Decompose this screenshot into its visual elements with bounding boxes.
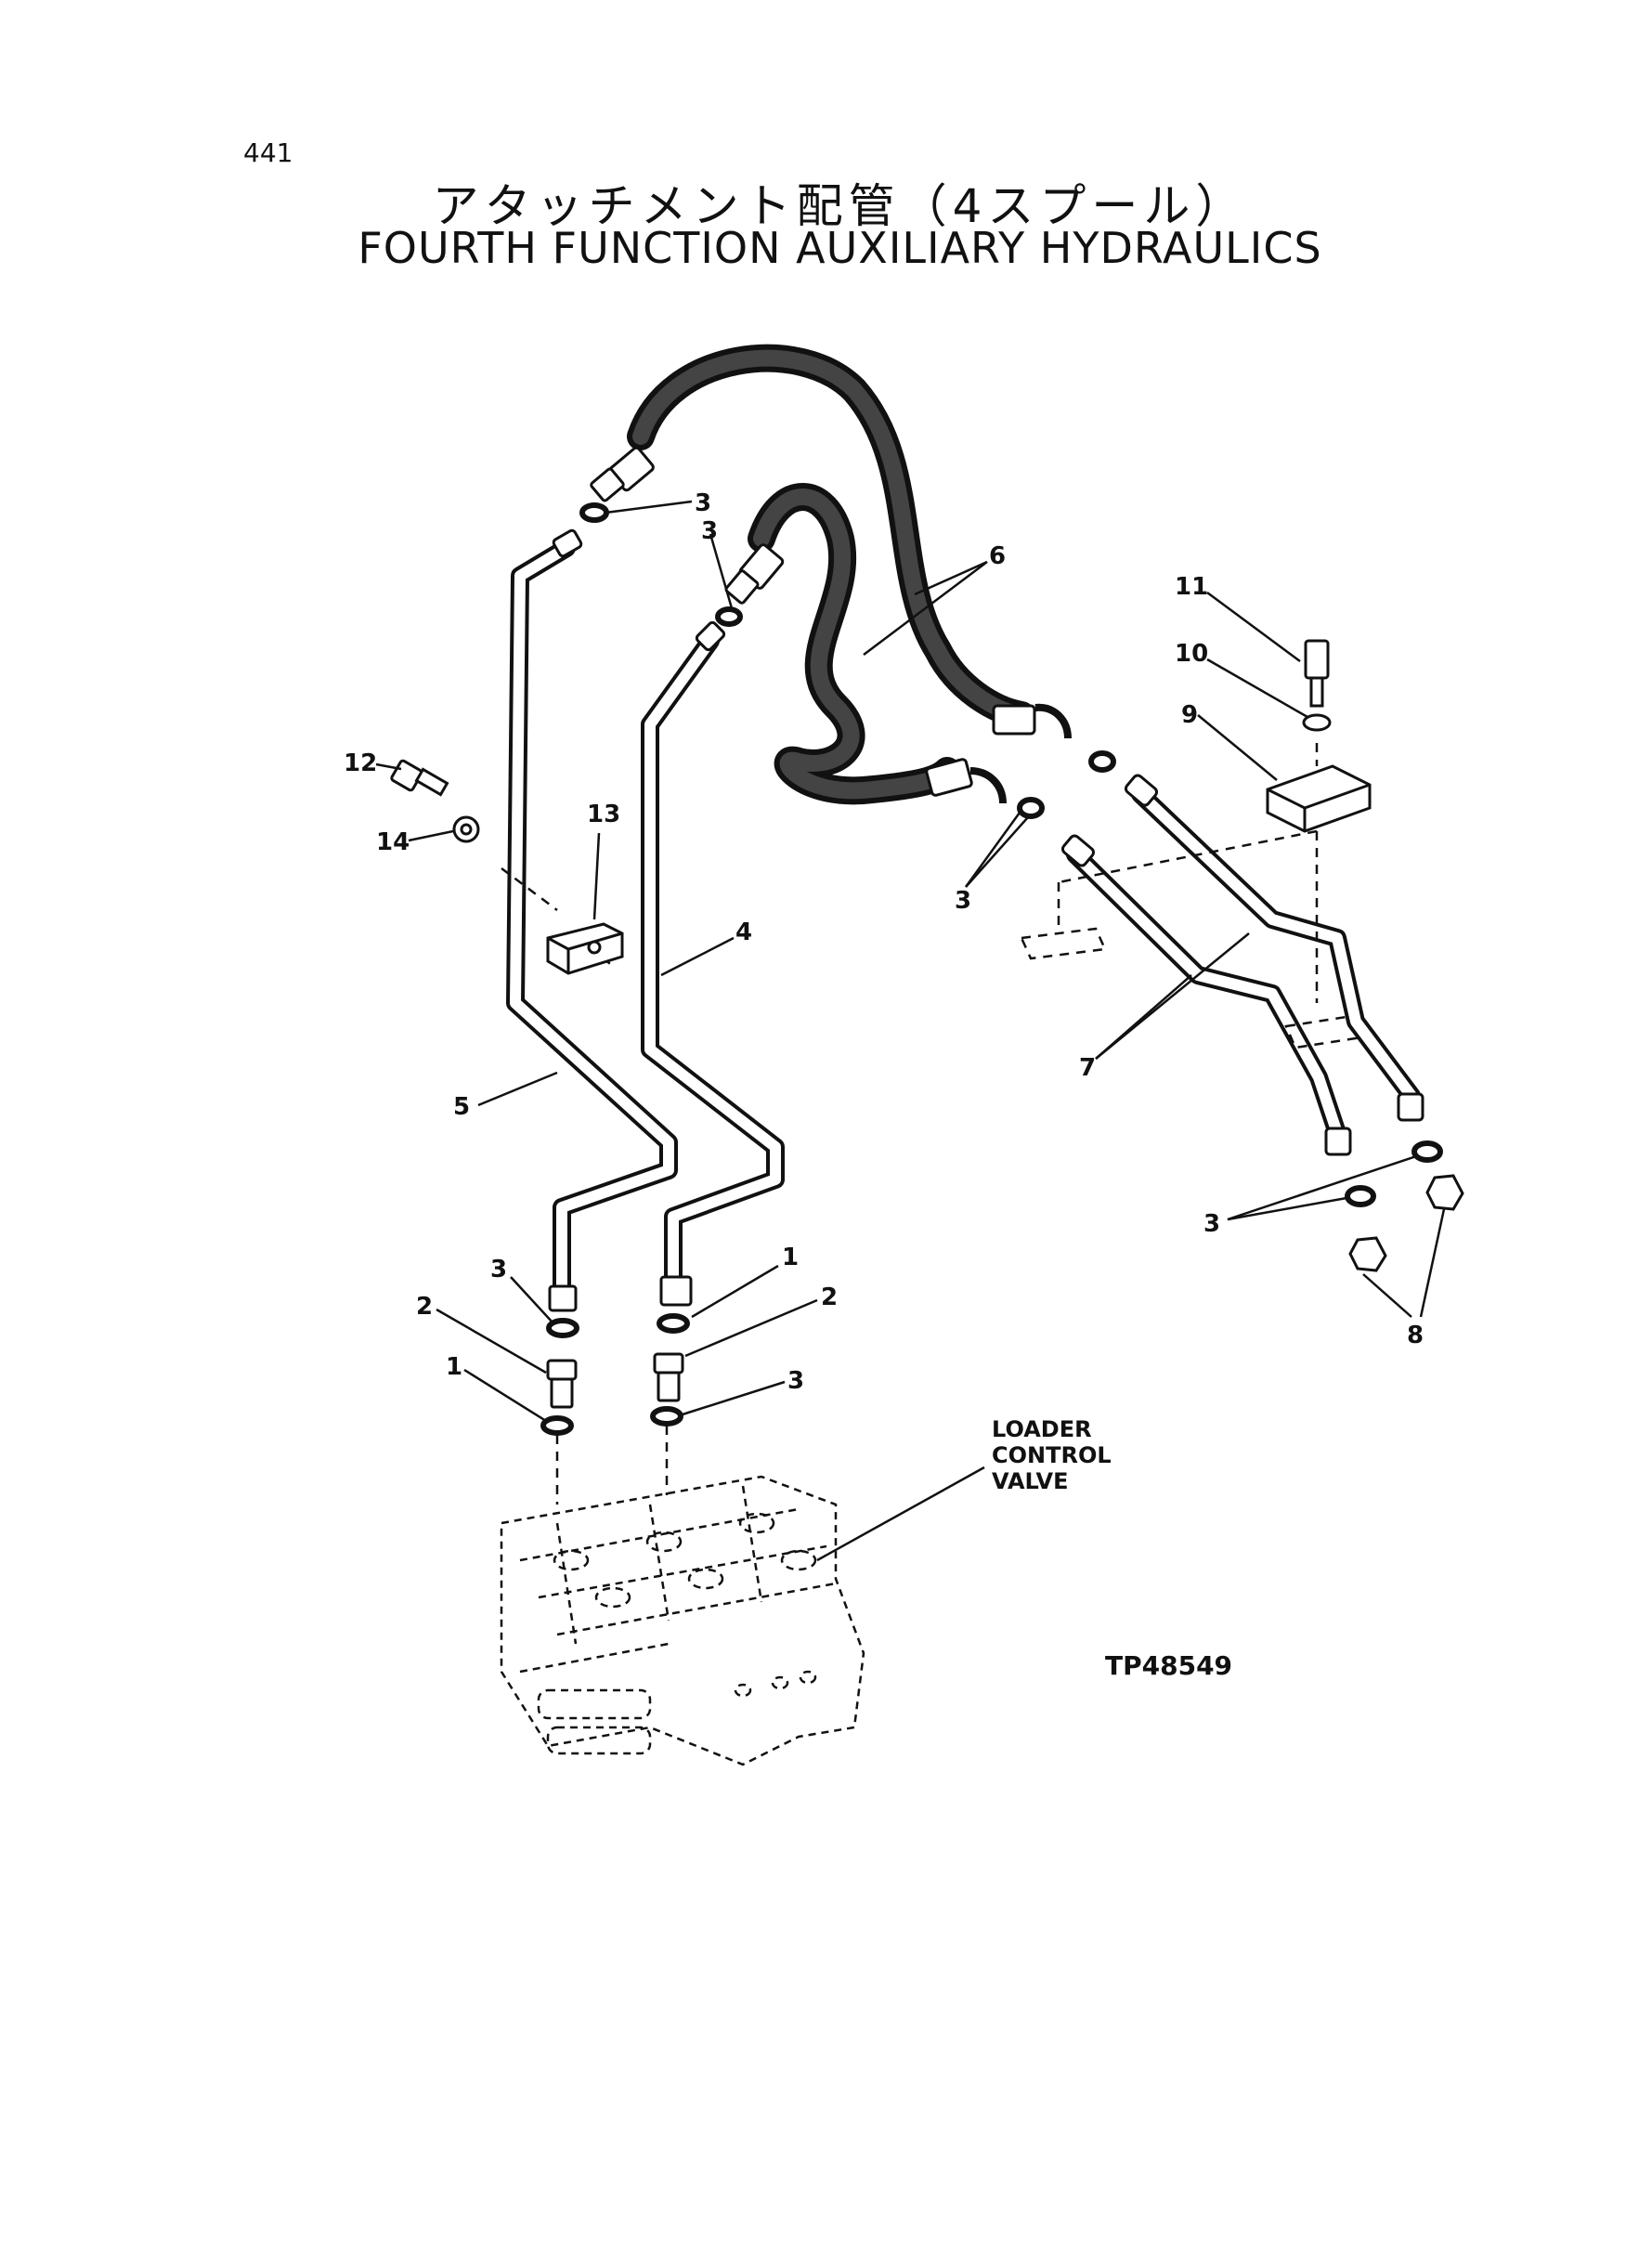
callout-10: 10: [1175, 640, 1208, 668]
callout-6: 6: [989, 542, 1006, 570]
callout-11: 11: [1175, 573, 1208, 601]
steel-lines: [506, 539, 785, 1300]
callout-14: 14: [376, 828, 410, 856]
callout-9: 9: [1181, 701, 1198, 729]
valve-label-line-3: VALVE: [992, 1468, 1068, 1494]
line-fittings: [548, 528, 726, 1312]
title-japanese: アタッチメント配管（4スプール）: [432, 179, 1248, 233]
caps: [1348, 1174, 1464, 1272]
title-english: FOURTH FUNCTION AUXILIARY HYDRAULICS: [358, 223, 1322, 273]
callout-3-mid-right: 3: [955, 887, 971, 915]
callout-3-top-mid: 3: [701, 517, 718, 545]
callout-numbers: 3 3 6 11 10 9 12 13 14 3 4 7 5 3 8 1 3 2…: [344, 489, 1424, 1395]
callout-1-right: 1: [782, 1244, 799, 1271]
callout-3-top-left: 3: [695, 489, 711, 517]
callout-5: 5: [453, 1093, 470, 1121]
callout-12: 12: [344, 749, 377, 777]
callout-3-left: 3: [490, 1256, 507, 1283]
o-rings: [540, 502, 1443, 1436]
loader-control-valve: [500, 1475, 865, 1766]
adapters: [546, 1352, 684, 1409]
hose-fittings: [590, 446, 1072, 804]
callout-8: 8: [1407, 1322, 1424, 1349]
right-line-fittings: [1060, 774, 1424, 1156]
clamp-right: [1266, 639, 1372, 833]
callout-2-right: 2: [821, 1283, 838, 1311]
callout-7: 7: [1079, 1054, 1096, 1082]
dashed-guides: [501, 743, 1358, 1505]
valve-label-line-1: LOADER: [992, 1416, 1092, 1442]
page-number: 441: [243, 137, 293, 168]
valve-label-group: LOADER CONTROL VALVE: [992, 1416, 1112, 1494]
valve-label-line-2: CONTROL: [992, 1442, 1112, 1468]
figure-id: TP48549: [1105, 1650, 1232, 1681]
callout-4: 4: [735, 919, 752, 946]
callout-3-lower-right: 3: [1203, 1210, 1220, 1238]
callout-1-left: 1: [446, 1353, 462, 1381]
hose-assembly: [627, 344, 1035, 805]
clamp-left: [390, 759, 624, 975]
callout-2-left: 2: [416, 1293, 433, 1321]
callout-13: 13: [587, 801, 620, 828]
leader-lines: [375, 500, 1446, 1562]
right-steel-lines: [1066, 785, 1421, 1142]
callout-3-right-lower: 3: [787, 1367, 804, 1395]
